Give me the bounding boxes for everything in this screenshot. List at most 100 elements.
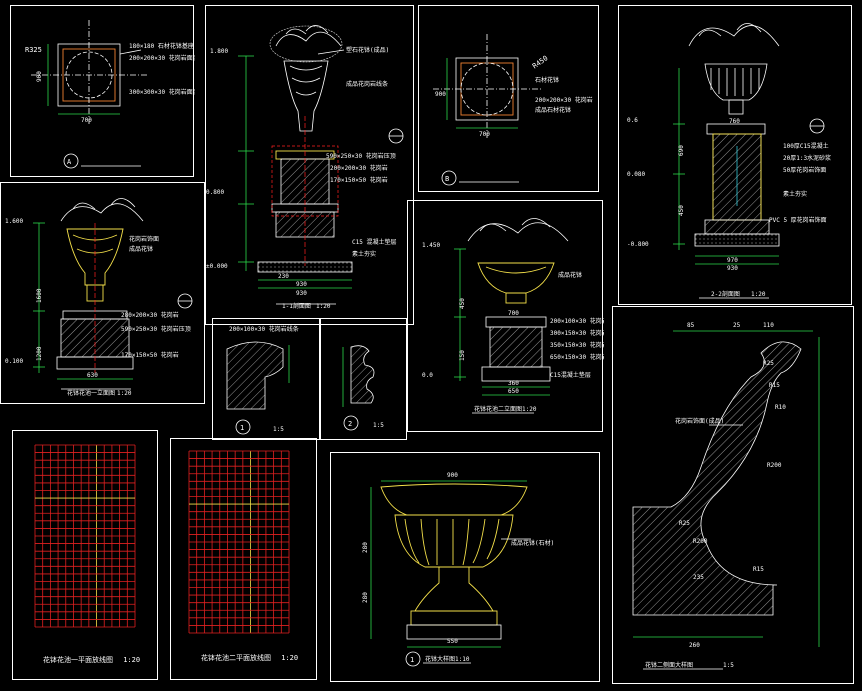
section-2-note-3: 50厚花岗岩饰面 xyxy=(783,166,826,174)
profile-dim-r3: R10 xyxy=(775,404,786,411)
elev-left-dim-height: 1600 xyxy=(36,288,43,303)
plan-a-panel: R325 900 700 180×180 石材花钵基座 200×200×30 花… xyxy=(10,5,199,177)
elev-1-note-2: 成品花岗岩线条 xyxy=(346,80,388,88)
elev-left-level-top: 1.600 xyxy=(5,218,23,225)
grid-1-panel: 花钵花池一平面放线图 1:20 xyxy=(12,430,158,680)
profile-drawing: 85 25 110 R25 R15 R10 R200 R25 R200 R15 … xyxy=(632,322,820,670)
section-2-level-base: -0.800 xyxy=(627,241,649,248)
elev-1-note-7: 素土夯实 xyxy=(352,250,376,258)
section-2-notes: 100厚C15混凝土 20厚1:3水泥砂浆 50厚花岗岩饰面 素土夯实 PVC … xyxy=(769,142,831,224)
elev-1-drawing: 1.800 0.800 ±0.000 230 930 930 塑石花钵(成品) … xyxy=(206,25,404,310)
urn-dim-top: 900 xyxy=(447,472,458,479)
elev-left-note-1: 花岗岩饰面 xyxy=(129,235,159,243)
profile-dim-r6: R200 xyxy=(693,538,708,545)
elev-center-note-5: 650×150×30 花岗岩 xyxy=(550,353,604,361)
plan-b-note-3: 成品石材花钵 xyxy=(535,106,571,114)
plan-b-note-1: 石材花钵 xyxy=(535,76,559,84)
urn-dim-height-b: 280 xyxy=(362,592,369,603)
plan-b-dim-bottom: 700 xyxy=(479,131,490,138)
section-2-dim-base: 930 xyxy=(727,265,738,272)
profile-dim-r1: R25 xyxy=(763,360,774,367)
elev-center-dim-mid: 360 xyxy=(508,380,519,387)
section-2-dim-top: 760 xyxy=(729,118,740,125)
elev-center-note-6: C15混凝土垫层 xyxy=(550,371,591,379)
elev-left-panel: 1.600 0.100 1600 1200 630 花岗岩饰面 成品花钵 280… xyxy=(0,182,205,404)
grid-2-drawing xyxy=(188,450,290,634)
plan-a-note-2: 200×200×30 花岗岩面层 xyxy=(129,54,195,62)
profile-title: 花钵二侧面大样图 xyxy=(645,661,693,669)
detail-2-panel: 2 1:5 xyxy=(320,318,407,440)
plan-a-note-1: 180×180 石材花钵基座 xyxy=(129,42,194,50)
elev-1-note-1: 塑石花钵(成品) xyxy=(346,46,389,54)
elev-center-dim-top: 700 xyxy=(508,310,519,317)
elev-center-note-4: 350×150×30 花岗岩 xyxy=(550,341,604,349)
plan-b-dim-radius: R450 xyxy=(531,54,549,70)
elev-1-level-base: ±0.000 xyxy=(206,263,228,270)
detail-1-panel: 200×100×30 花岗岩线条 1 1:5 xyxy=(212,318,320,440)
elev-center-level-base: 0.0 xyxy=(422,372,433,379)
section-2-note-1: 100厚C15混凝土 xyxy=(783,142,829,150)
elev-1-note-5: 170×150×50 花岗岩 xyxy=(330,176,388,184)
elev-center-drawing: 1.450 0.0 450 150 360 650 700 成品花钵 200×1… xyxy=(422,218,608,414)
elev-left-dim-width: 630 xyxy=(87,372,98,379)
section-2-note-2: 20厚1:3水泥砂浆 xyxy=(783,154,831,162)
grid-1-scale: 1:20 xyxy=(123,656,141,664)
elev-1-notes: 塑石花钵(成品) 成品花岗岩线条 590×250×30 花岗岩压顶 200×20… xyxy=(317,46,396,258)
elev-center-dim-bottom: 650 xyxy=(508,388,519,395)
urn-panel: 900 280 280 550 成品花钵(石材) 1 花钵大样图 1:10 xyxy=(330,452,600,682)
profile-dim-inner: 235 xyxy=(693,574,704,581)
section-2-dim-b: 450 xyxy=(678,205,685,216)
elev-1-level-top: 1.800 xyxy=(210,48,228,55)
profile-dim-r2: R15 xyxy=(769,382,780,389)
elev-1-dim-c: 930 xyxy=(296,290,307,297)
section-2-drawing: 0.6 0.080 -0.800 690 450 760 970 930 100… xyxy=(627,23,831,299)
profile-dim-r5: R25 xyxy=(679,520,690,527)
detail-1-drawing: 200×100×30 花岗岩线条 1 1:5 xyxy=(226,325,299,435)
elev-center-scale: 1:20 xyxy=(522,406,537,413)
flower-icon xyxy=(269,25,343,63)
plan-b-note-2: 200×200×30 花岗岩 xyxy=(535,96,593,104)
elev-center-dim-low: 150 xyxy=(459,350,466,361)
elev-left-dim-low: 1200 xyxy=(36,346,43,361)
section-2-panel: 0.6 0.080 -0.800 690 450 760 970 930 100… xyxy=(618,5,852,305)
elev-left-note-4: 590×250×30 花岗岩压顶 xyxy=(121,325,191,333)
section-2-dim-bottom: 970 xyxy=(727,257,738,264)
elev-left-level-base: 0.100 xyxy=(5,358,23,365)
elev-1-note-6: C15 混凝土垫层 xyxy=(352,238,396,246)
profile-scale: 1:5 xyxy=(723,662,734,669)
detail-1-scale: 1:5 xyxy=(273,426,284,433)
urn-scale: 1:10 xyxy=(455,656,470,663)
urn-drawing: 900 280 280 550 成品花钵(石材) 1 花钵大样图 1:10 xyxy=(362,472,554,667)
elev-1-level-mid: 0.800 xyxy=(206,189,224,196)
profile-dim-1: 85 xyxy=(687,322,695,329)
plan-b-panel: R450 900 700 石材花钵 200×200×30 花岗岩 成品石材花钵 … xyxy=(418,5,599,192)
detail-1-label: 1 xyxy=(240,424,244,432)
profile-panel: 85 25 110 R25 R15 R10 R200 R25 R200 R15 … xyxy=(612,306,854,684)
detail-2-drawing: 2 1:5 xyxy=(342,345,384,431)
plan-a-dim-bottom: 700 xyxy=(81,117,92,124)
plan-a-label: A xyxy=(67,158,72,166)
elev-1-note-3: 590×250×30 花岗岩压顶 xyxy=(326,152,396,160)
profile-dim-bottom: 260 xyxy=(689,642,700,649)
section-2-title: 2-2剖面图 xyxy=(711,290,740,298)
detail-2-label: 2 xyxy=(348,420,352,428)
grid-1-caption: 花钵花池一平面放线图 1:20 xyxy=(43,655,140,665)
elev-left-notes: 花岗岩饰面 成品花钵 280×200×30 花岗岩 590×250×30 花岗岩… xyxy=(121,235,191,359)
plan-a-note-3: 300×300×30 花岗岩面层 xyxy=(129,88,195,96)
elev-center-note-2: 200×100×30 花岗岩 xyxy=(550,317,604,325)
section-2-dim-a: 690 xyxy=(678,145,685,156)
grid-2-title: 花钵花池二平面放线图 xyxy=(201,654,271,662)
elev-left-scale: 1:20 xyxy=(117,390,132,397)
urn-dim-bottom: 550 xyxy=(447,638,458,645)
profile-dim-3: 110 xyxy=(763,322,774,329)
plan-a-dim-radius: R325 xyxy=(25,46,42,54)
plan-b-label: B xyxy=(445,175,449,183)
elev-1-panel: 1.800 0.800 ±0.000 230 930 930 塑石花钵(成品) … xyxy=(205,5,414,325)
section-2-scale: 1:20 xyxy=(751,291,766,298)
elev-1-note-4: 200×200×30 花岗岩 xyxy=(330,164,388,172)
elev-1-scale: 1:20 xyxy=(316,303,331,310)
urn-label: 1 xyxy=(410,656,414,664)
flower-icon xyxy=(60,198,144,222)
section-2-note-4: 素土夯实 xyxy=(783,190,807,198)
profile-dim-2: 25 xyxy=(733,322,741,329)
